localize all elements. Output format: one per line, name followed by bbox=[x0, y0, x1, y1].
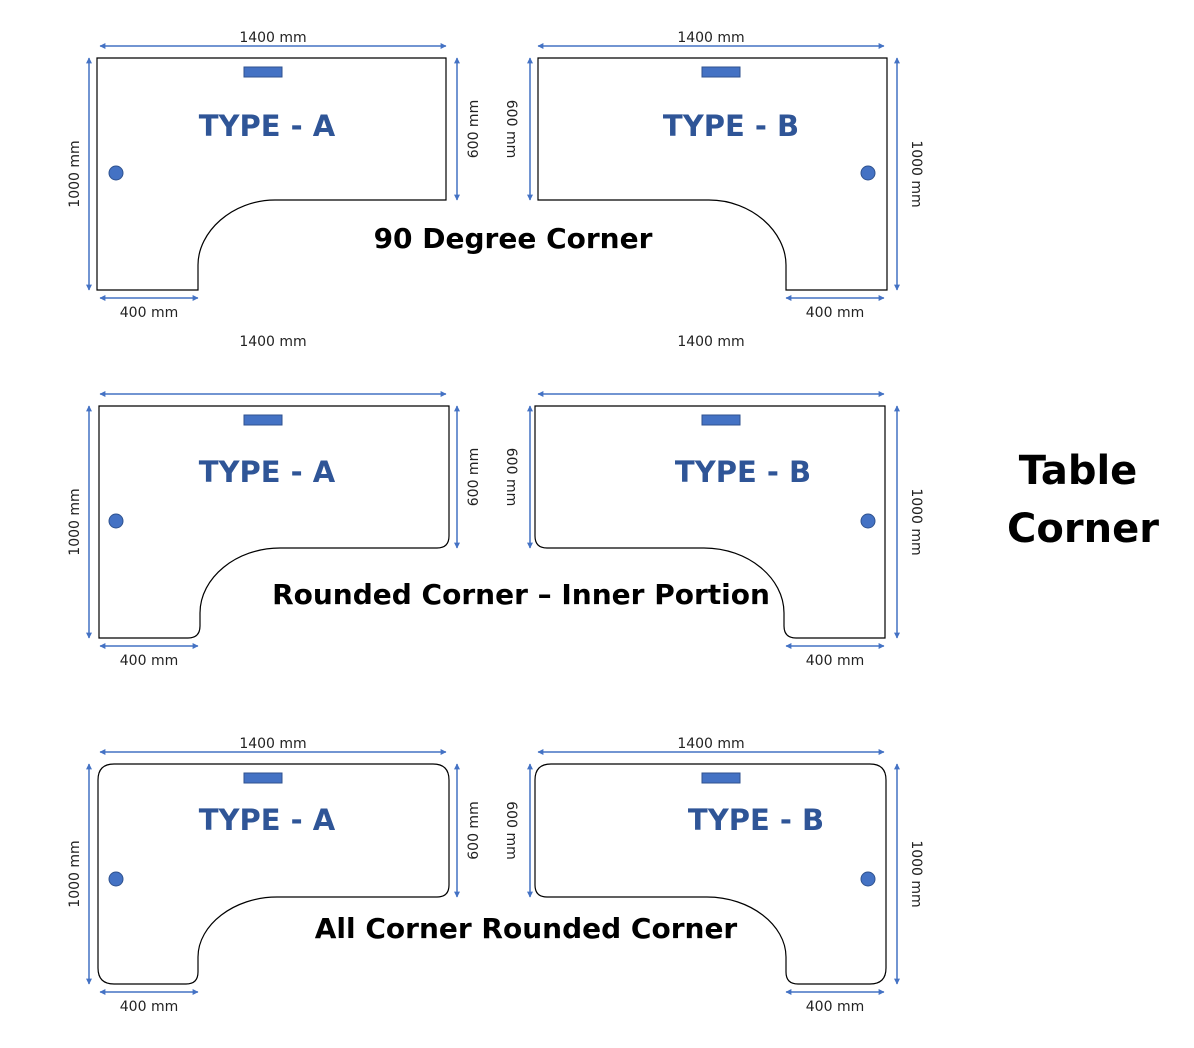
cable-slot-icon bbox=[243, 414, 283, 426]
table-2-type-b: 1400 mm 1000 mm 600 mm 400 mm TYPE - B bbox=[503, 334, 924, 669]
depth-label: 1000 mm bbox=[908, 140, 924, 207]
row-title: All Corner Rounded Corner bbox=[315, 912, 738, 945]
tabletop-outline bbox=[96, 57, 447, 291]
type-label: TYPE - B bbox=[675, 455, 811, 489]
table-3-type-a: 1400 mm 1000 mm 600 mm 400 mm TYPE - A bbox=[67, 736, 482, 1015]
tabletop-outline bbox=[534, 763, 887, 985]
return-depth-label: 600 mm bbox=[503, 448, 519, 506]
grommet-hole-icon bbox=[860, 165, 876, 181]
cable-slot-icon bbox=[243, 66, 283, 78]
grommet-hole-icon bbox=[108, 871, 124, 887]
tabletop-shape bbox=[96, 57, 447, 291]
width-label: 1400 mm bbox=[677, 334, 744, 350]
type-label: TYPE - B bbox=[663, 109, 799, 143]
leg-width-label: 400 mm bbox=[806, 999, 864, 1015]
tabletop-shape bbox=[534, 763, 887, 985]
width-label: 1400 mm bbox=[677, 736, 744, 752]
width-label: 1400 mm bbox=[677, 30, 744, 46]
table-1-type-b: 1400 mm 1000 mm 600 mm 400 mm TYPE - B bbox=[503, 30, 924, 321]
leg-width-label: 400 mm bbox=[806, 653, 864, 669]
return-depth-label: 600 mm bbox=[466, 448, 482, 506]
cable-slot-icon bbox=[243, 772, 283, 784]
return-depth-label: 600 mm bbox=[503, 100, 519, 158]
grommet-hole-icon bbox=[860, 513, 876, 529]
cable-slot-icon bbox=[701, 414, 741, 426]
tabletop-outline bbox=[534, 405, 886, 639]
side-title-line2: Corner bbox=[1007, 506, 1159, 552]
depth-label: 1000 mm bbox=[67, 140, 83, 207]
depth-label: 1000 mm bbox=[908, 840, 924, 907]
tabletop-shape bbox=[97, 763, 450, 985]
tabletop-shape bbox=[534, 405, 886, 639]
depth-label: 1000 mm bbox=[908, 488, 924, 555]
cable-slot-icon bbox=[701, 772, 741, 784]
type-label: TYPE - A bbox=[199, 109, 336, 143]
table-1-type-a: 1400 mm 1000 mm 600 mm 400 mm TYPE - A bbox=[67, 30, 482, 321]
row-title: 90 Degree Corner bbox=[374, 222, 653, 255]
leg-width-label: 400 mm bbox=[806, 305, 864, 321]
type-label: TYPE - B bbox=[688, 803, 824, 837]
table-3-type-b: 1400 mm 1000 mm 600 mm 400 mm TYPE - B bbox=[503, 736, 924, 1015]
tabletop-outline bbox=[98, 405, 450, 639]
tabletop-outline bbox=[97, 763, 450, 985]
leg-width-label: 400 mm bbox=[120, 653, 178, 669]
tabletop-shape bbox=[537, 57, 888, 291]
leg-width-label: 400 mm bbox=[120, 999, 178, 1015]
width-label: 1400 mm bbox=[239, 30, 306, 46]
return-depth-label: 600 mm bbox=[466, 801, 482, 859]
width-label: 1400 mm bbox=[239, 334, 306, 350]
width-label: 1400 mm bbox=[239, 736, 306, 752]
type-label: TYPE - A bbox=[199, 455, 336, 489]
grommet-hole-icon bbox=[108, 513, 124, 529]
grommet-hole-icon bbox=[108, 165, 124, 181]
depth-label: 1000 mm bbox=[67, 488, 83, 555]
grommet-hole-icon bbox=[860, 871, 876, 887]
side-title-line1: Table bbox=[1019, 448, 1138, 494]
table-2-type-a: 1400 mm 1000 mm 600 mm 400 mm TYPE - A bbox=[67, 334, 482, 669]
tabletop-shape bbox=[98, 405, 450, 639]
return-depth-label: 600 mm bbox=[503, 801, 519, 859]
return-depth-label: 600 mm bbox=[466, 100, 482, 158]
leg-width-label: 400 mm bbox=[120, 305, 178, 321]
cable-slot-icon bbox=[701, 66, 741, 78]
tabletop-outline bbox=[537, 57, 888, 291]
type-label: TYPE - A bbox=[199, 803, 336, 837]
depth-label: 1000 mm bbox=[67, 840, 83, 907]
row-title: Rounded Corner – Inner Portion bbox=[272, 578, 770, 611]
